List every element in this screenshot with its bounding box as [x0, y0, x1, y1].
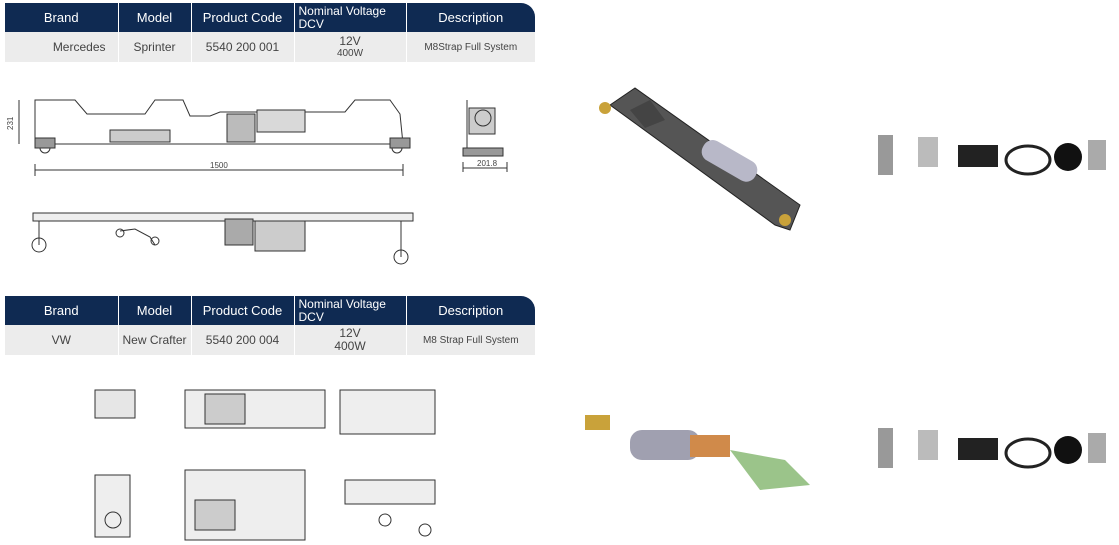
- col-brand: Brand: [5, 3, 119, 32]
- cell-brand: VW: [5, 325, 119, 355]
- technical-drawing-front-view: 231 1500: [5, 92, 425, 180]
- table-row: VW New Crafter 5540 200 004 12V 400W M8 …: [5, 325, 535, 355]
- spec-table-mercedes: Brand Model Product Code Nominal Voltage…: [5, 3, 535, 62]
- col-model: Model: [118, 296, 192, 325]
- product-image-vw-actuator: [580, 405, 820, 500]
- col-description: Description: [406, 3, 535, 32]
- cell-brand: Mercedes: [5, 32, 119, 62]
- cell-product-code: 5540 200 004: [191, 325, 295, 355]
- voltage-value: 12V: [339, 34, 361, 48]
- cell-model: New Crafter: [118, 325, 192, 355]
- table-header-row: Brand Model Product Code Nominal Voltage…: [5, 296, 535, 325]
- spec-table-vw: Brand Model Product Code Nominal Voltage…: [5, 296, 535, 355]
- technical-drawing-top-view: [25, 205, 425, 270]
- col-voltage: Nominal Voltage DCV: [294, 296, 407, 325]
- table-header-row: Brand Model Product Code Nominal Voltage…: [5, 3, 535, 32]
- product-image-vw-kit-components: [868, 418, 1118, 483]
- cell-description: M8 Strap Full System: [406, 325, 535, 355]
- col-brand: Brand: [5, 296, 119, 325]
- cell-voltage: 12V 400W: [294, 325, 407, 355]
- voltage-value: 12V: [339, 326, 361, 340]
- product-image-kit-components: [868, 125, 1118, 190]
- col-product-code: Product Code: [191, 3, 295, 32]
- product-image-strap-system: [590, 80, 820, 240]
- cell-voltage: 12V 400W: [294, 32, 407, 62]
- dim-height: 231: [6, 116, 15, 130]
- dim-length: 1500: [210, 161, 228, 170]
- power-value: 400W: [334, 339, 366, 353]
- table-row: Mercedes Sprinter 5540 200 001 12V 400W …: [5, 32, 535, 62]
- col-model: Model: [118, 3, 192, 32]
- cell-product-code: 5540 200 001: [191, 32, 295, 62]
- technical-drawing-side-view: 201.8: [455, 98, 525, 178]
- dim-depth: 201.8: [477, 159, 498, 168]
- cell-model: Sprinter: [118, 32, 192, 62]
- power-value: 400W: [336, 48, 364, 59]
- technical-drawing-vw-views: [85, 380, 440, 545]
- cell-description: M8Strap Full System: [406, 32, 535, 62]
- col-description: Description: [406, 296, 535, 325]
- col-voltage: Nominal Voltage DCV: [294, 3, 407, 32]
- col-product-code: Product Code: [191, 296, 295, 325]
